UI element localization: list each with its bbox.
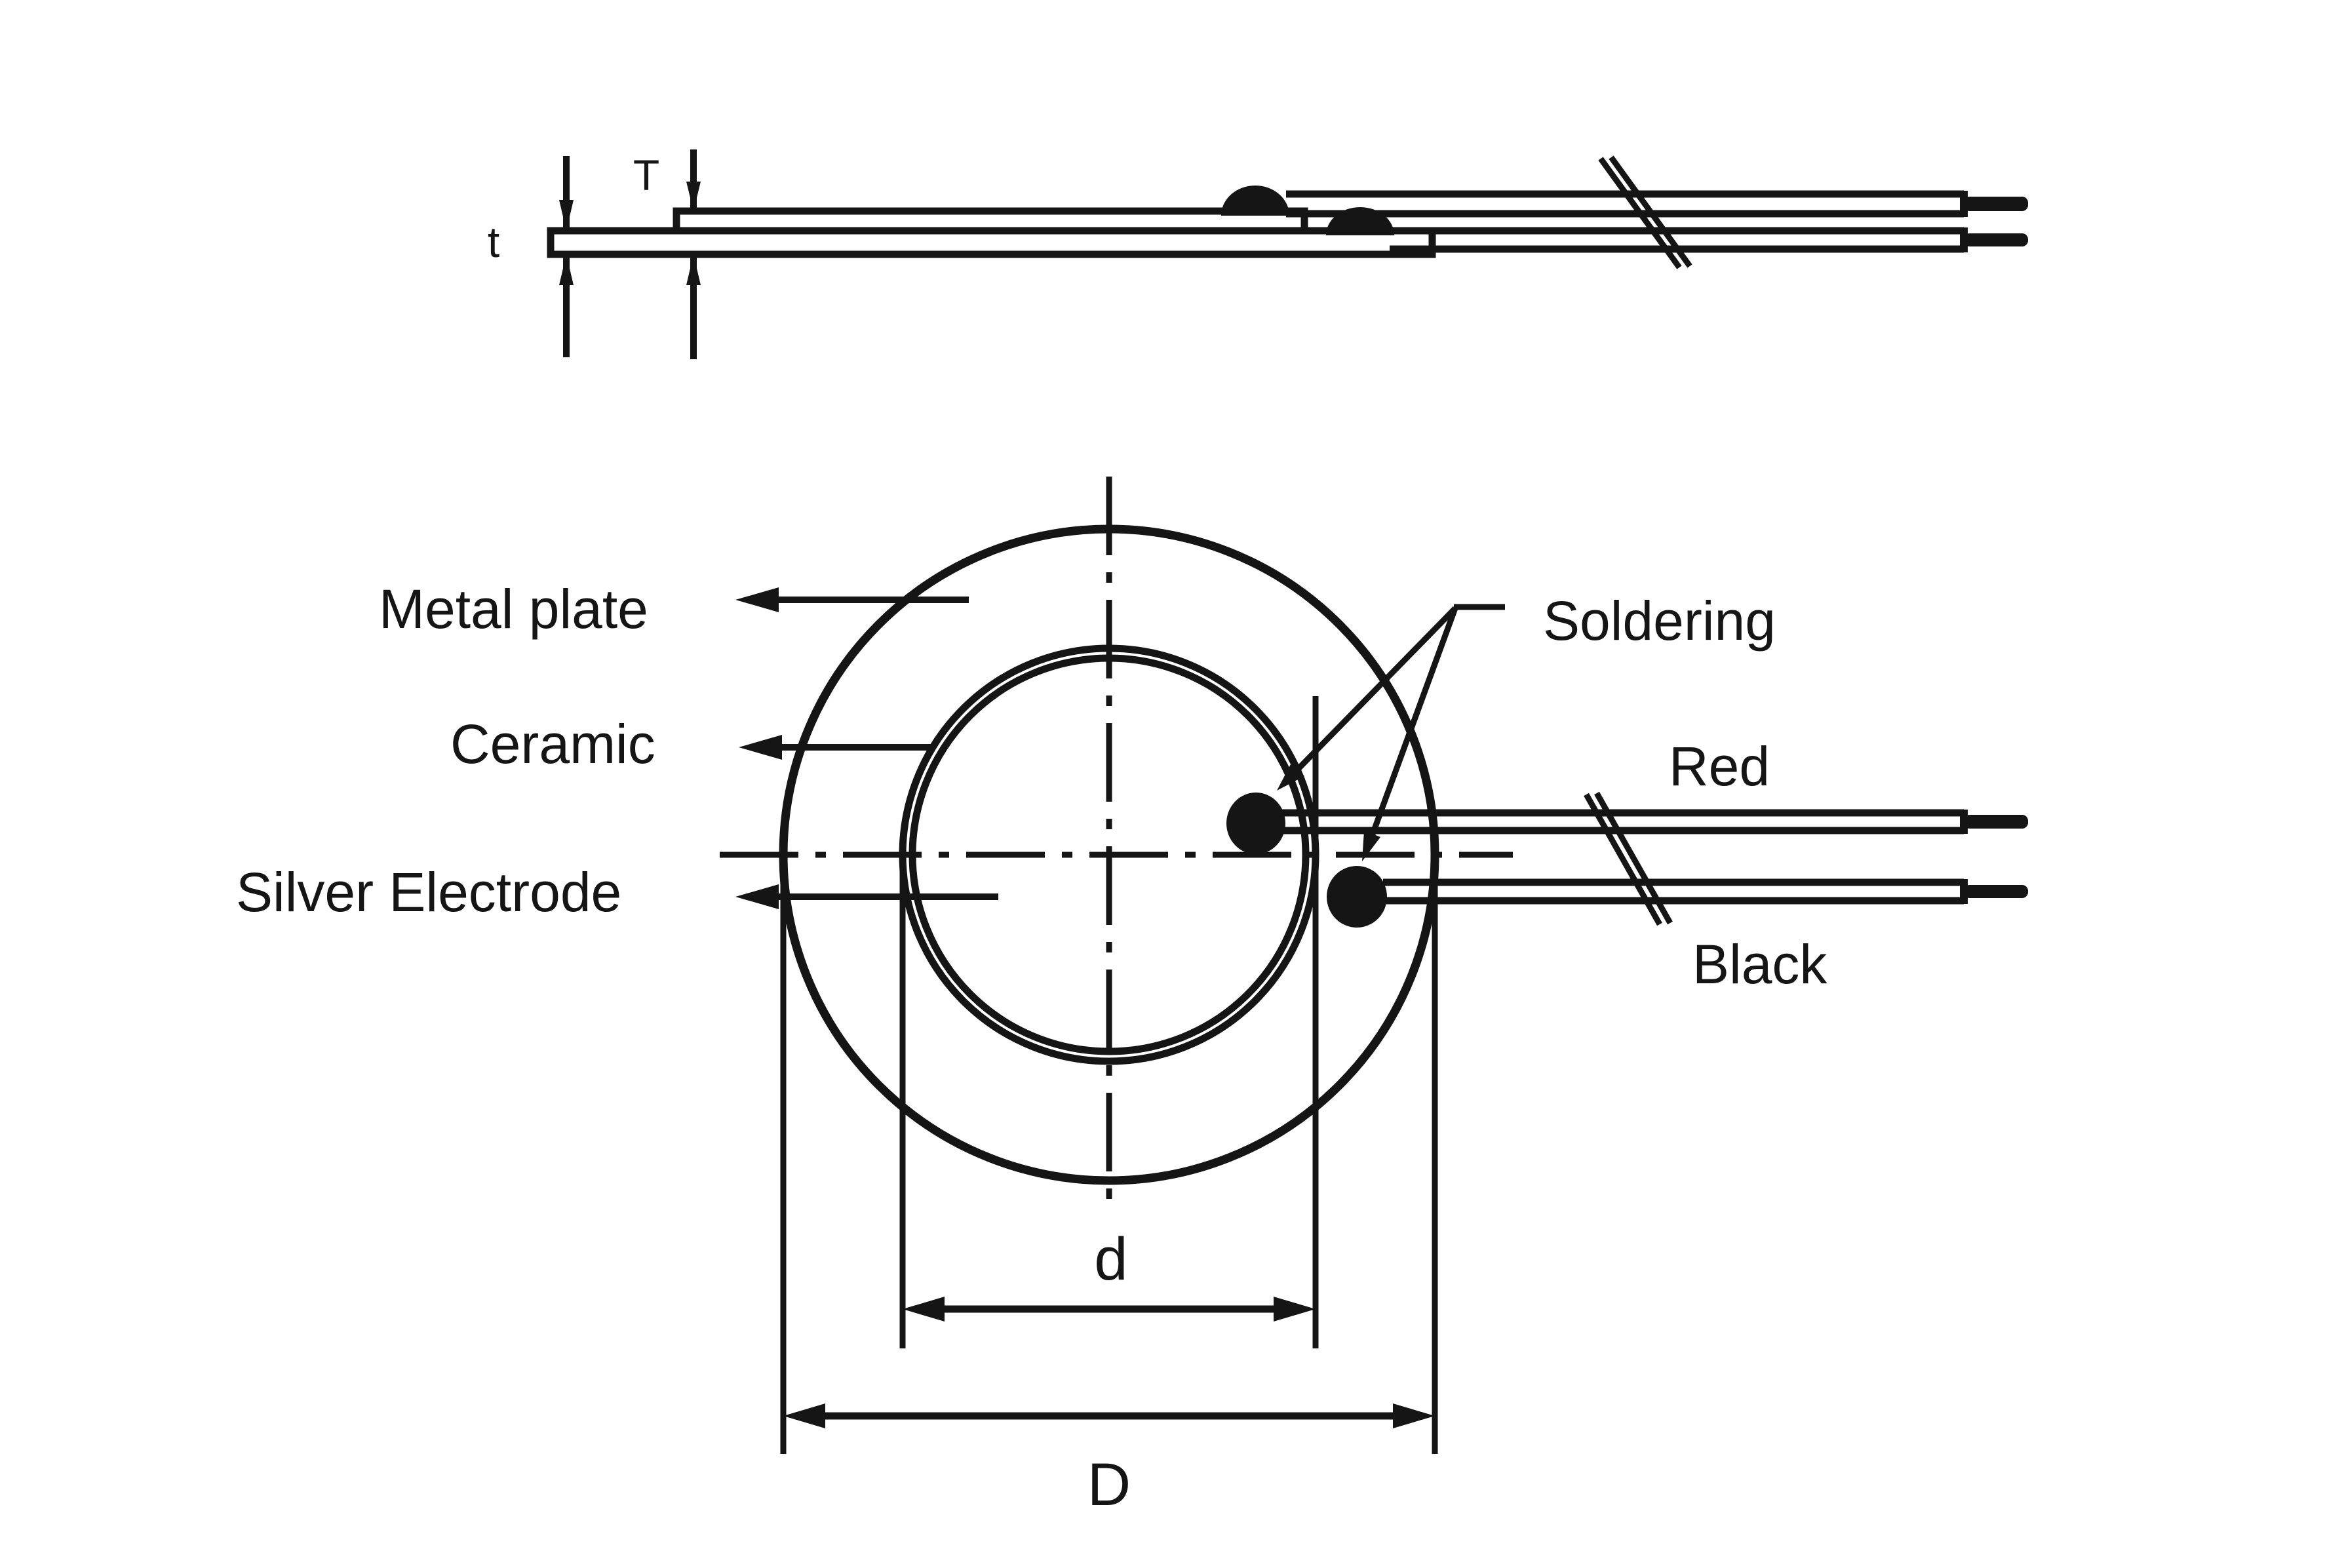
label-ceramic: Ceramic	[450, 713, 655, 775]
break-stroke	[1584, 793, 1662, 926]
leader-line-to-red-dot	[1281, 606, 1458, 787]
label-soldering: Soldering	[1543, 590, 1776, 652]
black-wire-side	[1390, 227, 2028, 253]
dim-plate-thickness: t	[488, 156, 574, 357]
black-wire	[1383, 878, 2028, 905]
black-wire-bare-tip	[1964, 885, 2028, 898]
solder-dot-black	[1327, 866, 1387, 928]
break-stroke	[1609, 155, 1692, 268]
arrowhead-up-icon	[559, 254, 574, 285]
break-stroke	[1594, 791, 1673, 925]
label-silver-electrode: Silver Electrode	[236, 861, 621, 923]
dim-plate-diameter: D	[783, 1403, 1435, 1518]
leader-ceramic	[739, 735, 932, 760]
leader-soldering	[1277, 604, 1505, 861]
label-plate-diameter: D	[1087, 1451, 1131, 1518]
red-wire-bare-tip	[1964, 815, 2028, 829]
side-view: t T	[488, 149, 2028, 359]
label-metal-plate: Metal plate	[379, 578, 648, 640]
solder-blob-red-side	[1221, 186, 1289, 216]
dim-electrode-diameter: d	[903, 1226, 1316, 1322]
arrowhead-left-icon	[735, 884, 779, 909]
leader-line-to-black-dot	[1363, 607, 1458, 853]
label-total-thickness: T	[633, 151, 659, 199]
arrowhead-right-icon	[1274, 1297, 1316, 1322]
black-wire-side-bare-tip	[1964, 233, 2028, 246]
wire-break-side	[1598, 155, 1692, 269]
red-wire	[1281, 809, 2028, 834]
solder-dot-red	[1226, 793, 1285, 854]
arrowhead-down-icon	[559, 200, 574, 231]
red-wire-side	[1286, 190, 2028, 218]
arrowhead-icon	[1362, 831, 1380, 861]
wire-break-front	[1584, 791, 1673, 926]
arrowhead-left-icon	[739, 735, 782, 760]
label-plate-thickness: t	[488, 218, 499, 266]
label-electrode-diameter: d	[1094, 1226, 1127, 1293]
arrowhead-left-icon	[783, 1403, 825, 1428]
arrowhead-left-icon	[735, 587, 779, 612]
arrowhead-up-icon	[686, 254, 701, 285]
label-red-wire: Red	[1669, 735, 1770, 797]
break-stroke	[1598, 157, 1682, 269]
arrowhead-icon	[1277, 763, 1304, 791]
arrowhead-right-icon	[1393, 1403, 1435, 1428]
ceramic-side	[673, 207, 1308, 235]
leader-silver-electrode	[735, 884, 998, 909]
arrowhead-down-icon	[686, 182, 701, 211]
dim-total-thickness: T	[633, 149, 701, 359]
arrowhead-left-icon	[903, 1297, 945, 1322]
label-black-wire: Black	[1692, 933, 1827, 995]
solder-blob-black-side	[1326, 207, 1394, 235]
front-view: Metal plate Ceramic Silver Electrode Sol…	[236, 477, 2028, 1518]
leader-metal-plate	[735, 587, 969, 612]
red-wire-side-bare-tip	[1964, 197, 2028, 211]
